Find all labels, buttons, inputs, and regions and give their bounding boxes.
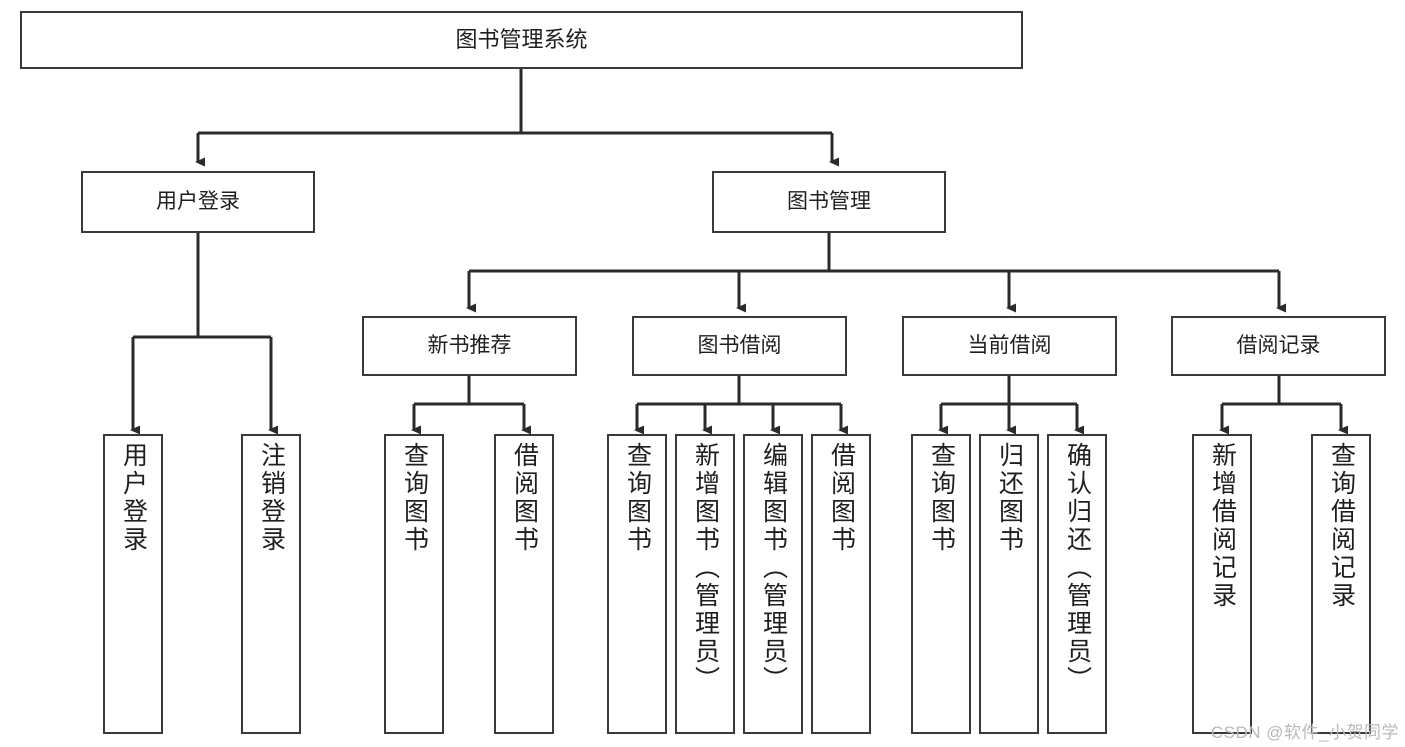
leaf-current-query-book[interactable]: 查询图书	[911, 434, 971, 734]
node-label: 查询图书	[400, 442, 429, 554]
node-label: 借阅记录	[1236, 333, 1321, 357]
node-label: 查询图书	[927, 442, 956, 554]
node-label: 归还图书	[995, 442, 1024, 554]
node-label: 查询借阅记录	[1327, 442, 1356, 610]
node-user-login[interactable]: 用户登录	[81, 171, 315, 233]
node-book-management[interactable]: 图书管理	[712, 171, 946, 233]
leaf-user-login-signin[interactable]: 用户登录	[103, 434, 163, 734]
node-label: 用户登录	[119, 442, 148, 554]
node-label: 图书借阅	[697, 333, 782, 357]
node-label: 注销登录	[257, 442, 286, 554]
leaf-borrow-query-book[interactable]: 查询图书	[607, 434, 667, 734]
leaf-user-login-signout[interactable]: 注销登录	[241, 434, 301, 734]
leaf-borrow-edit-book-admin[interactable]: 编辑图书（管理员）	[743, 434, 803, 734]
node-label: 编辑图书（管理员）	[759, 442, 788, 694]
csdn-watermark: CSDN @软件_小贺同学	[1210, 723, 1399, 742]
node-label: 借阅图书	[510, 442, 539, 554]
leaf-recommend-query-book[interactable]: 查询图书	[384, 434, 444, 734]
node-label: 确认归还（管理员）	[1063, 442, 1092, 694]
node-label: 借阅图书	[827, 442, 856, 554]
node-label: 图书管理	[787, 189, 871, 213]
leaf-records-add-record[interactable]: 新增借阅记录	[1192, 434, 1252, 734]
leaf-records-query-record[interactable]: 查询借阅记录	[1311, 434, 1371, 734]
leaf-recommend-borrow-book[interactable]: 借阅图书	[494, 434, 554, 734]
leaf-borrow-borrow-book[interactable]: 借阅图书	[811, 434, 871, 734]
leaf-current-confirm-return-admin[interactable]: 确认归还（管理员）	[1047, 434, 1107, 734]
node-root-system[interactable]: 图书管理系统	[20, 11, 1023, 69]
node-current-borrow[interactable]: 当前借阅	[902, 316, 1117, 376]
node-label: 新书推荐	[427, 333, 512, 357]
leaf-borrow-add-book-admin[interactable]: 新增图书（管理员）	[675, 434, 735, 734]
node-label: 图书管理系统	[455, 27, 588, 53]
node-book-borrow[interactable]: 图书借阅	[632, 316, 847, 376]
node-new-book-recommend[interactable]: 新书推荐	[362, 316, 577, 376]
node-borrow-records[interactable]: 借阅记录	[1171, 316, 1386, 376]
node-label: 新增借阅记录	[1208, 442, 1237, 610]
node-label: 新增图书（管理员）	[691, 442, 720, 694]
node-label: 用户登录	[156, 189, 240, 213]
node-label: 当前借阅	[967, 333, 1052, 357]
node-label: 查询图书	[623, 442, 652, 554]
leaf-current-return-book[interactable]: 归还图书	[979, 434, 1039, 734]
